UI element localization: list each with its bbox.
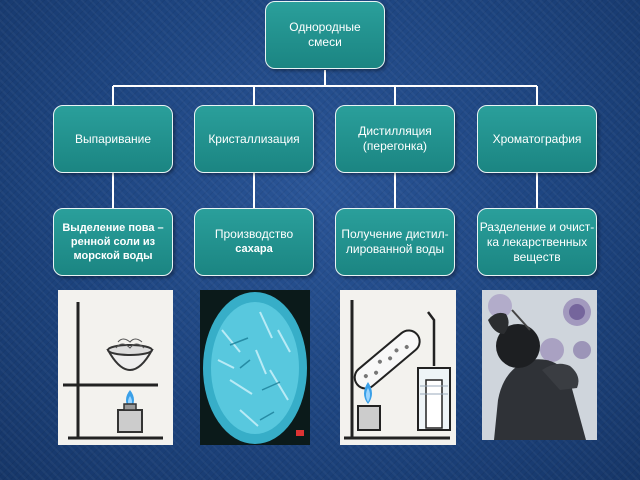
app-sugar-line-1: Производство — [214, 227, 294, 241]
app-salt-line-3: морской воды — [73, 250, 153, 262]
method-crystallization: Кристаллизация — [194, 105, 314, 173]
root-node: Однородные смеси — [265, 1, 385, 69]
app-sugar-line-2: сахара — [235, 243, 273, 255]
distillation-apparatus-image — [340, 290, 456, 445]
root-line-2: смеси — [308, 35, 342, 49]
method-evaporation-label: Выпаривание — [74, 131, 152, 146]
method-distillation-line-2: (перегонка) — [362, 139, 428, 153]
app-water-line-1: Получение дистил- — [341, 227, 449, 241]
app-medicine: Разделение и очист- ка лекарственных вещ… — [477, 208, 597, 276]
sugar-crystals-image — [200, 290, 310, 445]
method-distillation-line-1: Дистилляция — [358, 124, 432, 138]
app-water: Получение дистил- лированной воды — [335, 208, 455, 276]
app-water-line-2: лированной воды — [345, 242, 445, 256]
root-line-1: Однородные — [289, 20, 361, 34]
app-salt-line-2: ренной соли из — [70, 236, 156, 248]
app-medicine-line-3: веществ — [513, 249, 561, 264]
app-medicine-line-2: ка лекарственных — [486, 234, 588, 249]
method-chromatography: Хроматография — [477, 105, 597, 173]
chromatography-image — [482, 290, 597, 440]
method-distillation: Дистилляция (перегонка) — [335, 105, 455, 173]
app-sugar: Производство сахара — [194, 208, 314, 276]
app-salt: Выделение пова – ренной соли из морской … — [53, 208, 173, 276]
evaporation-apparatus-image — [58, 290, 173, 445]
method-chromatography-label: Хроматография — [492, 131, 582, 146]
app-salt-line-1: Выделение пова – — [62, 222, 164, 234]
app-medicine-line-1: Разделение и очист- — [479, 219, 595, 234]
method-evaporation: Выпаривание — [53, 105, 173, 173]
method-crystallization-label: Кристаллизация — [208, 131, 300, 146]
